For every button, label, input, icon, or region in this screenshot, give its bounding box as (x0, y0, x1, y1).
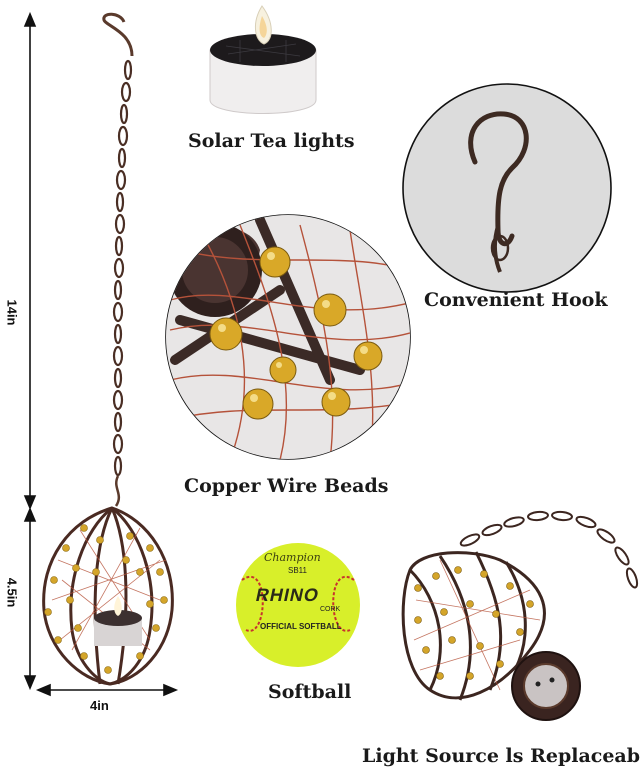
softball-subtitle: OFFICIAL SOFTBALL (260, 622, 342, 631)
softball-cork: CORK (320, 606, 341, 613)
width-label: 4in (90, 698, 109, 713)
softball-model: SB11 (288, 566, 307, 575)
tea-lights-caption: Solar Tea lights (188, 130, 355, 152)
softball-caption: Softball (268, 681, 352, 703)
hook-caption: Convenient Hook (424, 289, 608, 311)
beads-caption: Copper Wire Beads (184, 475, 389, 497)
replaceable-caption: Light Source ls Replaceable (362, 745, 640, 767)
softball-brand: Champion (264, 551, 321, 564)
